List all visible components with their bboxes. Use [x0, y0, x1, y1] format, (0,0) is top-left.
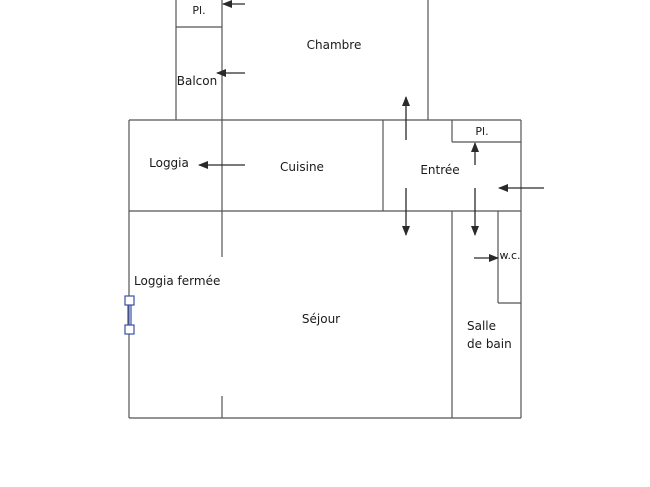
- label-sejour: Séjour: [302, 312, 340, 326]
- label-pl-top: Pl.: [192, 4, 205, 17]
- label-loggia-fermee: Loggia fermée: [134, 274, 220, 288]
- arrows: [198, 0, 544, 262]
- label-balcon: Balcon: [177, 74, 217, 88]
- label-salle-line1: Salle: [467, 319, 496, 333]
- walls: [128, 0, 522, 419]
- label-loggia: Loggia: [149, 156, 189, 170]
- label-wc: w.c.: [499, 249, 520, 262]
- handle-bottom[interactable]: [124, 324, 135, 335]
- label-cuisine: Cuisine: [280, 160, 324, 174]
- wall-selection-handle[interactable]: [124, 295, 135, 335]
- handle-top[interactable]: [124, 295, 135, 306]
- room-labels: Pl. Chambre Balcon Pl. Loggia Cuisine En…: [134, 4, 521, 351]
- label-pl-entree: Pl.: [475, 125, 488, 138]
- label-entree: Entrée: [420, 163, 459, 177]
- label-salle-line2: de bain: [467, 337, 512, 351]
- label-chambre: Chambre: [307, 38, 362, 52]
